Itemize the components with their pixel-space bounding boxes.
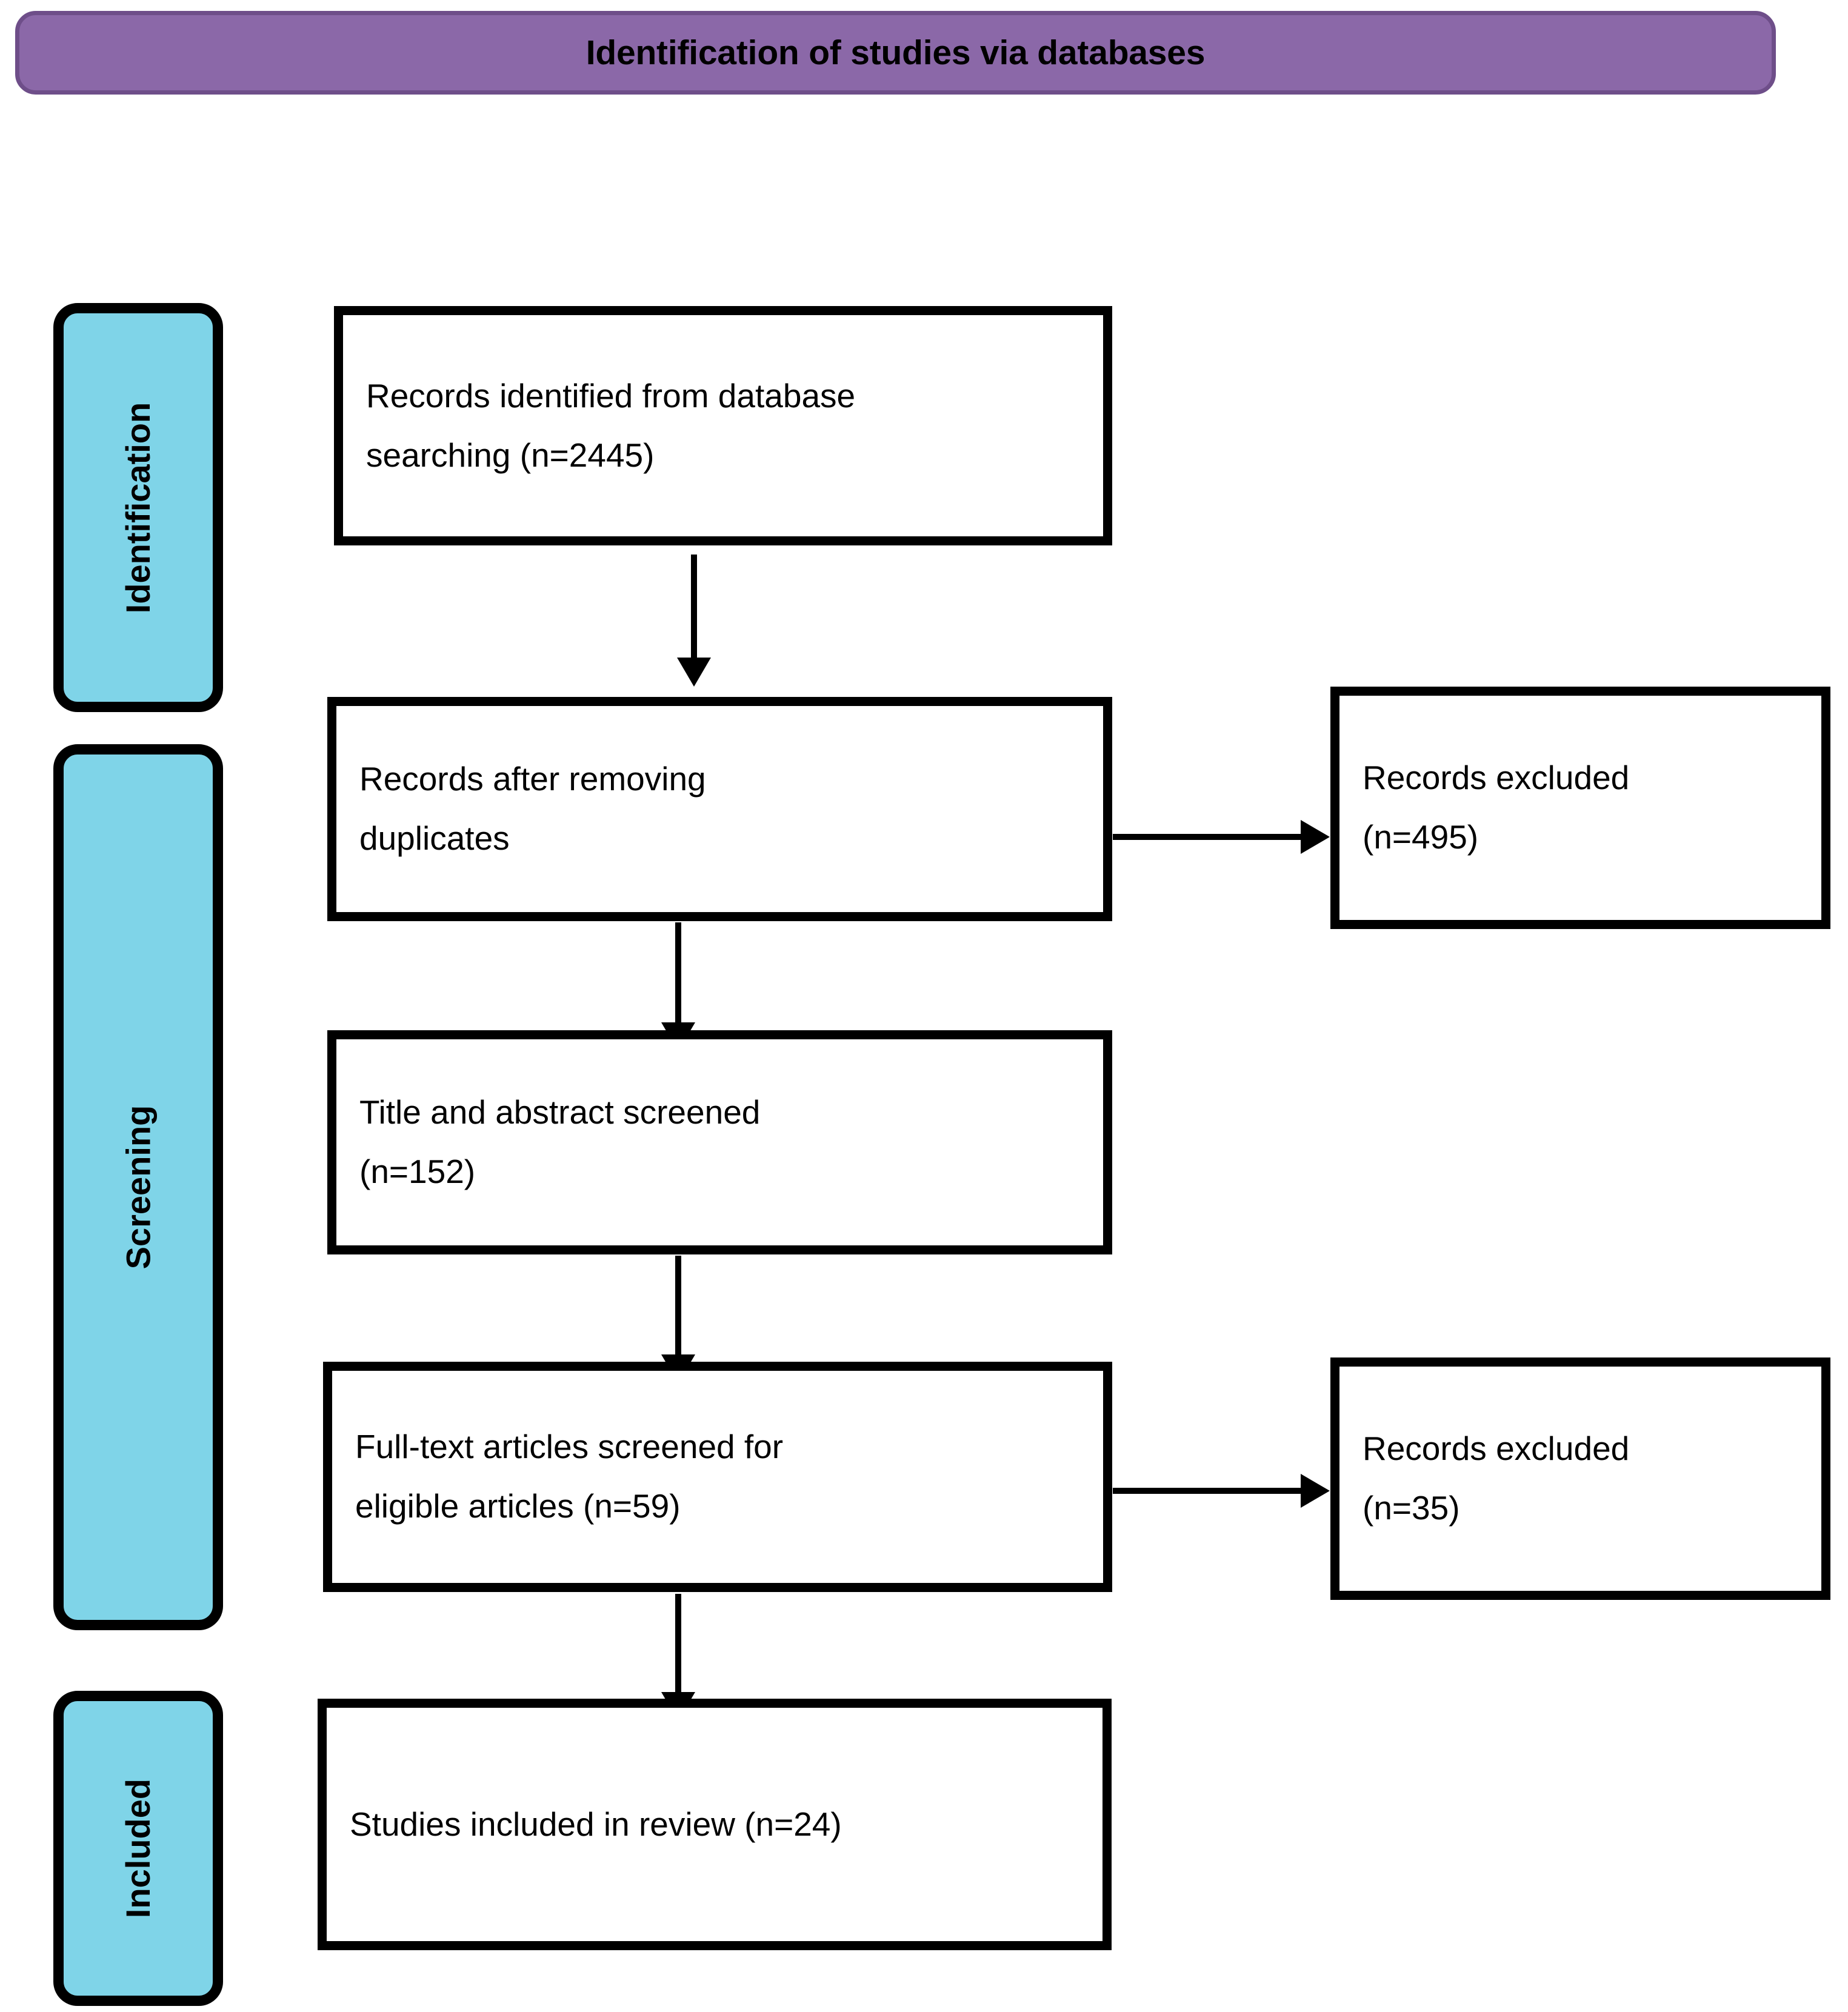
box-fulltext-screened-line2: eligible articles (n=59) (355, 1487, 681, 1525)
stage-label-identification-text: Identification (119, 402, 158, 613)
box-records-excluded-screening-line2: (n=495) (1363, 818, 1479, 856)
box-records-excluded-screening-line1: Records excluded (1363, 759, 1630, 797)
box-records-excluded-screening: Records excluded (n=495) (1330, 687, 1830, 929)
box-records-after-duplicates: Records after removing duplicates (327, 697, 1112, 921)
box-records-excluded-fulltext-line1: Records excluded (1363, 1430, 1630, 1468)
page-title: Identification of studies via databases (585, 33, 1206, 72)
box-studies-included: Studies included in review (n=24) (318, 1699, 1112, 1950)
diagram-header-banner: Identification of studies via databases (15, 11, 1776, 95)
stage-label-screening: Screening (53, 744, 223, 1630)
box-title-abstract-screened-line1: Title and abstract screened (359, 1093, 761, 1131)
box-records-excluded-fulltext: Records excluded (n=35) (1330, 1357, 1830, 1600)
stage-label-screening-text: Screening (119, 1105, 158, 1270)
stage-label-identification: Identification (53, 303, 223, 712)
box-title-abstract-screened: Title and abstract screened (n=152) (327, 1030, 1112, 1254)
stage-label-included: Included (53, 1691, 223, 2006)
box-records-identified-line1: Records identified from database (366, 376, 856, 415)
box-fulltext-screened: Full-text articles screened for eligible… (323, 1362, 1112, 1592)
box-records-after-duplicates-line2: duplicates (359, 819, 510, 857)
box-title-abstract-screened-line2: (n=152) (359, 1153, 476, 1190)
box-studies-included-line1: Studies included in review (n=24) (350, 1805, 842, 1843)
box-records-identified-line2: searching (n=2445) (366, 436, 655, 474)
box-records-after-duplicates-line1: Records after removing (359, 760, 706, 798)
stage-label-included-text: Included (118, 1778, 157, 1919)
box-records-excluded-fulltext-line2: (n=35) (1363, 1489, 1460, 1527)
box-records-identified: Records identified from database searchi… (334, 306, 1112, 545)
box-fulltext-screened-line1: Full-text articles screened for (355, 1428, 784, 1466)
